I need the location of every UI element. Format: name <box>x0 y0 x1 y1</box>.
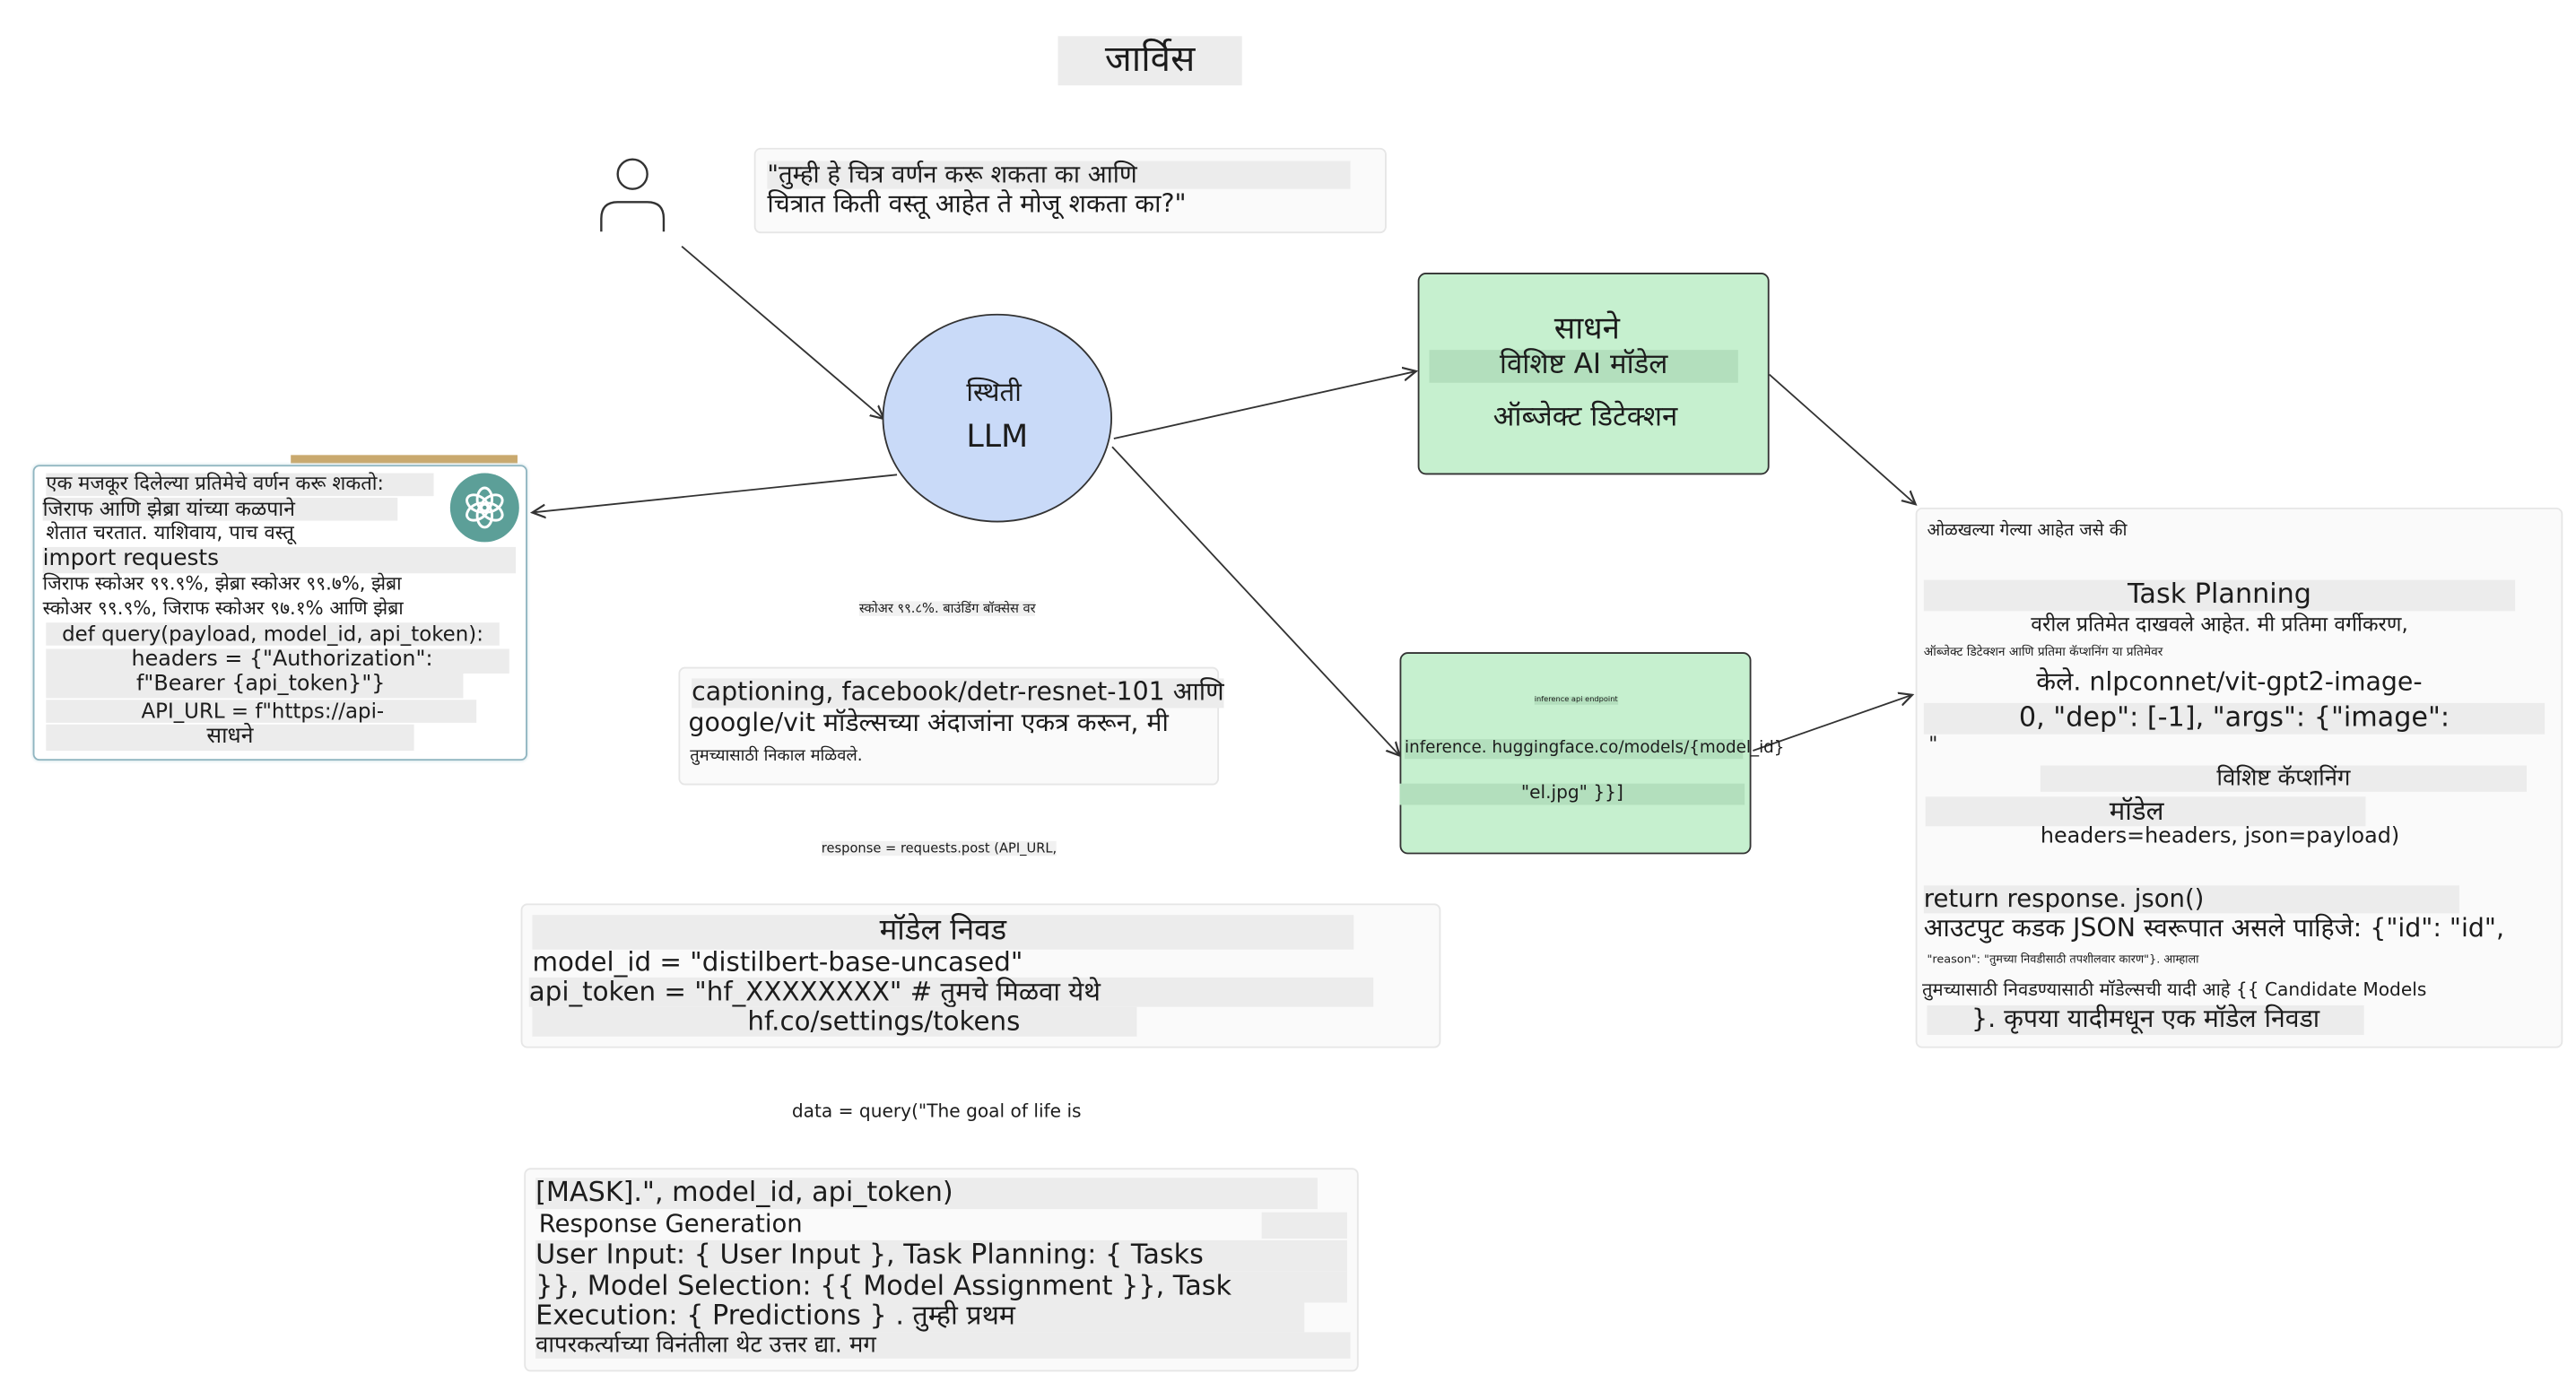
response-generation-line-5: Execution: { Predictions } . तुम्ही प्रथ… <box>535 1300 1305 1333</box>
image-strip <box>291 455 518 464</box>
tools-label-3: ऑब्जेक्ट डिटेक्शन <box>1493 400 1678 434</box>
inference-line-1: inference. huggingface.co/models/{model_… <box>1405 739 1785 759</box>
captioning-line-1: captioning, facebook/detr-resnet-101 आणि <box>692 676 1224 709</box>
response-code-caption: response = requests.post (API_URL, <box>821 840 1057 857</box>
task-plan-line-6: " <box>1928 732 1938 756</box>
response-generation-line-3: User Input: { User Input }, Task Plannin… <box>535 1239 1347 1272</box>
arrow-tools-to-plan <box>1769 373 1916 505</box>
score-caption: स्कोअर ९९.८%. बाउंडिंग बॉक्सेस वर <box>858 601 1036 617</box>
arrow-inference-to-plan <box>1753 695 1912 752</box>
tools-label-2: विशिष्ट AI मॉडेल <box>1429 349 1738 382</box>
arrow-llm-to-response <box>532 474 898 512</box>
response-line-2: जिराफ आणि झेब्रा यांच्या कळपाने <box>42 496 398 522</box>
response-generation-line-6: वापरकर्त्याच्या विनंतीला थेट उत्तर द्या.… <box>535 1332 1351 1359</box>
task-plan-line-14: }. कृपया यादीमधून एक मॉडेल निवडा <box>1927 1004 2364 1035</box>
arrow-llm-to-tools <box>1113 371 1416 439</box>
task-plan-line-0: ओळखल्या गेल्या आहेत जसे की <box>1927 520 2128 541</box>
task-plan-line-13: तुमच्यासाठी निवडण्यासाठी मॉडेल्सची यादी … <box>1921 978 2427 1001</box>
llm-label-1: स्थिती <box>966 376 1022 408</box>
llm-label-2: LLM <box>966 419 1029 456</box>
model-selection-line-1: model_id = "distilbert-base-uncased" <box>532 946 1023 978</box>
openai-logo-icon <box>466 486 504 529</box>
model-selection-line-3: hf.co/settings/tokens <box>532 1005 1137 1038</box>
response-line-7: def query(payload, model_id, api_token): <box>46 622 500 647</box>
response-line-9: f"Bearer {api_token}"} <box>46 672 464 699</box>
task-plan-line-3: ऑब्जेक्ट डिटेक्शन आणि प्रतिमा कॅप्शनिंग … <box>1923 643 2163 659</box>
user-icon <box>600 158 666 232</box>
openai-badge <box>449 473 519 543</box>
task-plan-line-7: विशिष्ट कॅप्शनिंग <box>2040 765 2528 793</box>
user-prompt-line-2: चित्रात किती वस्तू आहेत ते मोजू शकता का?… <box>767 188 1187 219</box>
task-plan-line-8: मॉडेल <box>1925 796 2366 828</box>
data-query-caption: data = query("The goal of life is <box>791 1100 1082 1122</box>
task-plan-line-11: आउटपुट कडक JSON स्वरूपात असले पाहिजे: {"… <box>1923 913 2504 943</box>
task-plan-line-9: headers=headers, json=payload) <box>2040 824 2400 849</box>
inference-line-2: "el.jpg" }}] <box>1399 782 1745 804</box>
user-prompt-line-1: "तुम्ही हे चित्र वर्णन करू शकता का आणि <box>767 160 1351 190</box>
response-line-4: import requests <box>42 546 517 573</box>
captioning-line-3: तुमच्यासाठी निकाल मळिवले. <box>690 747 863 766</box>
response-generation-line-1: [MASK].", model_id, api_token) <box>535 1176 1318 1210</box>
model-selection-title: मॉडेल निवड <box>532 914 1354 950</box>
task-plan-line-4: केले. nlpconnet/vit-gpt2-image- <box>2036 666 2423 697</box>
model-selection-line-2: api_token = "hf_XXXXXXXX" # तुमचे मिळवा … <box>528 976 1374 1008</box>
response-generation-line-2: Response Generation <box>538 1209 803 1239</box>
task-plan-line-12: "reason": "तुमच्या निवडीसाठी तपशीलवार का… <box>1927 952 2199 966</box>
task-plan-line-10: return response. json() <box>1923 884 2459 914</box>
response-line-3: शेतात चरतात. याशिवाय, पाच वस्तू <box>46 520 294 544</box>
response-generation-line-4: }}, Model Selection: {{ Model Assignment… <box>535 1270 1347 1303</box>
response-line-6: स्कोअर ९९.९%, जिराफ स्कोअर ९७.१% आणि झेब… <box>42 596 404 620</box>
response-line-11: साधने <box>46 724 414 751</box>
title-background <box>1057 36 1242 86</box>
response-line-5: जिराफ स्कोअर ९९.९%, झेब्रा स्कोअर ९९.७%,… <box>42 571 402 596</box>
task-plan-line-5: 0, "dep": [-1], "args": {"image": <box>1923 701 2546 735</box>
task-plan-line-1: Task Planning <box>1923 578 2516 612</box>
response-line-1: एक मजकूर दिलेल्या प्रतिमेचे वर्णन करू शक… <box>46 472 434 496</box>
response-generation-highlight <box>1261 1212 1347 1239</box>
response-line-8: headers = {"Authorization": <box>46 648 509 674</box>
task-plan-line-2: वरील प्रतिमेत दाखवले आहेत. मी प्रतिमा वर… <box>2031 611 2408 636</box>
arrow-user-to-llm <box>681 246 883 419</box>
response-line-10: API_URL = f"https://api- <box>46 699 477 724</box>
tools-label-1: साधने <box>1553 310 1620 347</box>
arrow-llm-to-inference <box>1111 446 1400 755</box>
inference-line-0: inference api endpoint <box>1534 696 1618 706</box>
captioning-line-2: google/vit मॉडेल्सच्या अंदाजांना एकत्र क… <box>688 708 1169 738</box>
page-title: जार्विस <box>1104 39 1196 81</box>
llm-node <box>882 313 1112 523</box>
